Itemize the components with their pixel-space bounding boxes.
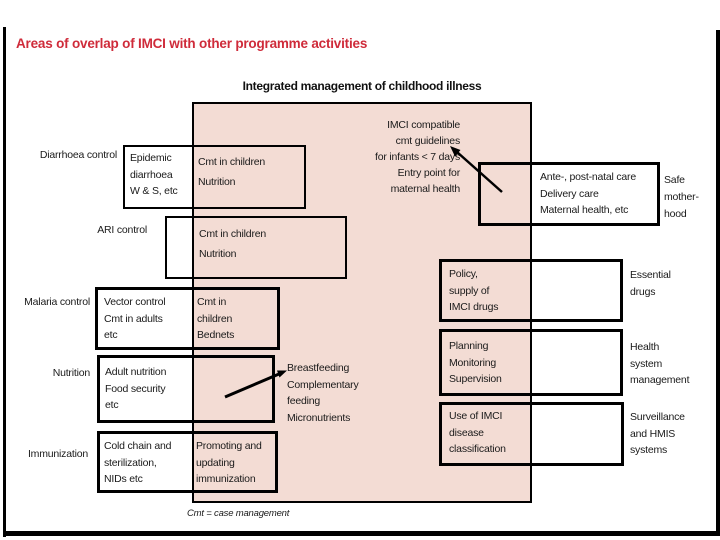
box-safe-motherhood bbox=[478, 162, 660, 226]
box-surveillance bbox=[439, 402, 624, 466]
row-label-nutrition: Nutrition bbox=[52, 367, 91, 379]
row-label-surveillance: Surveillance and HMIS systems bbox=[630, 411, 685, 456]
box-diarrhoea bbox=[123, 145, 306, 209]
slide-title: Areas of overlap of IMCI with other prog… bbox=[16, 36, 368, 51]
box-ari bbox=[165, 216, 347, 279]
row-label-health-system: Health system management bbox=[630, 341, 690, 386]
box-diarrhoea-inside-text: Cmt in children Nutrition bbox=[198, 156, 266, 188]
row-label-safe-motherhood: Safe mother- hood bbox=[664, 174, 699, 220]
box-immunization-inside-text: Promoting and updating immunization bbox=[196, 440, 262, 485]
box-safe-motherhood-outside-text: Ante-, post-natal care Delivery care Mat… bbox=[540, 171, 636, 216]
box-malaria bbox=[95, 287, 280, 350]
row-label-diarrhoea-control: Diarrhoea control bbox=[39, 149, 117, 161]
box-immunization bbox=[97, 431, 278, 493]
box-nutrition-outside-text: Adult nutrition Food security etc bbox=[105, 366, 167, 411]
imci-inner-note: IMCI compatible cmt guidelines for infan… bbox=[374, 119, 460, 195]
row-label-immunization: Immunization bbox=[27, 448, 88, 460]
box-health-system bbox=[439, 329, 623, 396]
box-health-system-inside-text: Planning Monitoring Supervision bbox=[449, 340, 502, 385]
box-essential-drugs-inside-text: Policy, supply of IMCI drugs bbox=[449, 268, 499, 313]
row-label-ari-control: ARI control bbox=[97, 224, 147, 236]
footnote: Cmt = case management bbox=[187, 508, 290, 519]
box-essential-drugs bbox=[439, 259, 623, 322]
row-label-essential-drugs: Essential drugs bbox=[630, 269, 671, 298]
box-immunization-outside-text: Cold chain and sterilization, NIDs etc bbox=[104, 440, 172, 485]
box-diarrhoea-outside-text: Epidemic diarrhoea W & S, etc bbox=[130, 152, 178, 197]
box-surveillance-inside-text: Use of IMCI disease classification bbox=[449, 410, 506, 455]
imci-column-header: Integrated management of childhood illne… bbox=[242, 79, 482, 93]
slide-border-bottom bbox=[3, 531, 720, 536]
nutrition-callout-text: Breastfeeding Complementary feeding Micr… bbox=[287, 362, 359, 424]
slide-border-right bbox=[716, 30, 720, 536]
row-label-malaria-control: Malaria control bbox=[24, 296, 90, 308]
box-ari-inside-text: Cmt in children Nutrition bbox=[199, 228, 267, 260]
box-malaria-inside-text: Cmt in children Bednets bbox=[197, 296, 235, 341]
box-malaria-outside-text: Vector control Cmt in adults etc bbox=[104, 296, 166, 341]
slide-border-left bbox=[3, 27, 6, 537]
